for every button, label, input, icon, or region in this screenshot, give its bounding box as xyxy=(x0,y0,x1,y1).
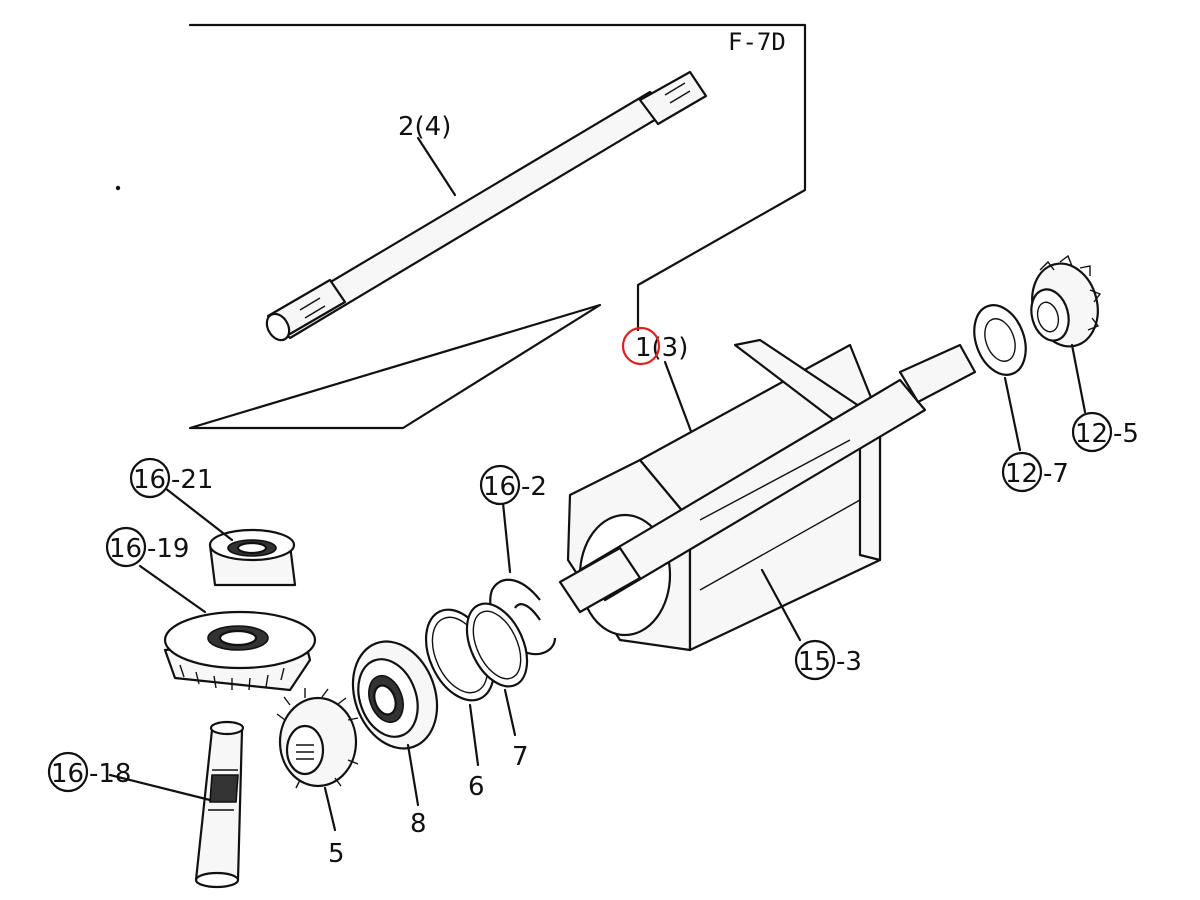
circle-splined-shaft xyxy=(47,751,89,793)
bevel-gear-large xyxy=(163,610,317,692)
label-bevel-gear-large-num: 16 xyxy=(109,534,142,564)
leader-bearing-small xyxy=(163,486,234,542)
figure-code: F-7D xyxy=(728,28,786,56)
leader-splined-shaft xyxy=(108,773,212,802)
label-bevel-gear-large-suffix: -19 xyxy=(147,534,189,564)
ball-bearing xyxy=(351,640,439,750)
spur-gear xyxy=(1030,254,1102,348)
upper-shaft xyxy=(265,70,708,342)
label-bearing-small-num: 16 xyxy=(133,465,166,495)
label-ring-6: 6 xyxy=(468,772,485,802)
label-shaft-main: 1(3) xyxy=(635,333,688,363)
highlight-marker xyxy=(621,326,661,366)
splined-shaft xyxy=(194,720,245,889)
housing xyxy=(558,338,977,652)
leader-snap-ring xyxy=(501,501,512,574)
label-snap-ring-num: 16 xyxy=(483,472,516,502)
label-shaft-upper: 2(4) xyxy=(398,112,451,142)
label-ring-7: 7 xyxy=(512,742,529,772)
bearing-small xyxy=(208,528,297,587)
circle-snap-ring xyxy=(479,464,521,506)
label-spur-gear-num: 12 xyxy=(1075,419,1108,449)
label-snap-ring-suffix: -2 xyxy=(521,472,547,502)
stray-dot xyxy=(115,185,121,191)
circle-bevel-gear-large xyxy=(105,526,147,568)
leader-ring-6 xyxy=(468,703,480,767)
leader-bevel-gear-large xyxy=(138,564,207,614)
leader-housing xyxy=(760,568,802,642)
bevel-gear xyxy=(276,688,359,789)
label-bearing-small-suffix: -21 xyxy=(171,465,213,495)
inset-frame xyxy=(188,23,807,430)
circle-housing xyxy=(794,639,836,681)
label-bearing: 8 xyxy=(410,809,427,839)
label-housing-num: 15 xyxy=(798,647,831,677)
circle-bearing-small xyxy=(129,457,171,499)
leader-upper-shaft xyxy=(416,136,457,197)
label-splined-shaft-suffix: -18 xyxy=(89,759,131,789)
label-housing-suffix: -3 xyxy=(836,647,862,677)
o-ring-7 xyxy=(465,602,529,688)
label-splined-shaft-num: 16 xyxy=(51,759,84,789)
label-washer-suffix: -7 xyxy=(1043,459,1069,489)
leader-bevel-gear xyxy=(323,786,337,832)
leader-ring-7 xyxy=(503,688,517,737)
circle-washer xyxy=(1001,451,1043,493)
washer xyxy=(973,304,1027,376)
label-spur-gear-suffix: -5 xyxy=(1113,419,1139,449)
leader-washer xyxy=(1003,376,1022,452)
leader-bearing xyxy=(406,743,420,807)
circle-spur-gear xyxy=(1071,411,1113,453)
label-bevel-gear: 5 xyxy=(328,839,345,869)
label-washer-num: 12 xyxy=(1005,459,1038,489)
leader-spur-gear xyxy=(1070,343,1087,414)
